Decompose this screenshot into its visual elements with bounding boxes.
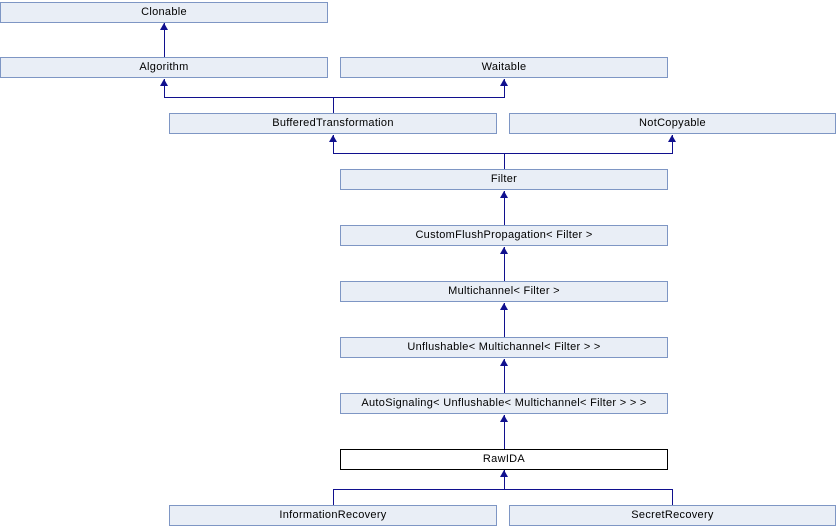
edge-line-children-rawida-branch [333, 489, 673, 490]
class-node-secretrecovery[interactable]: SecretRecovery [509, 505, 836, 526]
inheritance-arrow-icon [500, 470, 508, 477]
edge-line-multichannel-customflushpropagation [504, 247, 505, 281]
edge-line-bufferedtransformation-algorithm [164, 79, 165, 97]
inheritance-arrow-icon [160, 23, 168, 30]
edge-line-bufferedtransformation-waitable [504, 79, 505, 97]
inheritance-arrow-icon [500, 359, 508, 366]
class-node-bufferedtransformation[interactable]: BufferedTransformation [169, 113, 497, 134]
inheritance-arrow-icon [500, 79, 508, 86]
inheritance-arrow-icon [500, 303, 508, 310]
class-node-algorithm[interactable]: Algorithm [0, 57, 328, 78]
edge-line-unflushable-multichannel [504, 303, 505, 337]
edge-line-secretrecovery-rawida [672, 489, 673, 505]
class-node-autosignaling[interactable]: AutoSignaling< Unflushable< Multichannel… [340, 393, 668, 414]
edge-line-autosignaling-unflushable [504, 359, 505, 393]
edge-line-filter-notcopyable [672, 135, 673, 153]
class-node-clonable[interactable]: Clonable [0, 2, 328, 23]
inheritance-arrow-icon [160, 79, 168, 86]
inheritance-arrow-icon [500, 247, 508, 254]
edge-line-algorithm-clonable [164, 23, 165, 57]
edge-line-children-rawida-stem [504, 470, 505, 489]
class-node-rawida-current: RawIDA [340, 449, 668, 470]
inheritance-arrow-icon [500, 191, 508, 198]
edge-line-bufferedtransformation-branch [164, 97, 505, 98]
class-node-waitable[interactable]: Waitable [340, 57, 668, 78]
inheritance-arrow-icon [668, 135, 676, 142]
class-node-customflushpropagation[interactable]: CustomFlushPropagation< Filter > [340, 225, 668, 246]
class-node-unflushable[interactable]: Unflushable< Multichannel< Filter > > [340, 337, 668, 358]
class-node-notcopyable[interactable]: NotCopyable [509, 113, 836, 134]
class-node-filter[interactable]: Filter [340, 169, 668, 190]
inheritance-arrow-icon [500, 415, 508, 422]
edge-line-customflushpropagation-filter [504, 191, 505, 225]
inheritance-arrow-icon [329, 135, 337, 142]
edge-line-bufferedtransformation-stem [333, 97, 334, 113]
edge-line-filter-stem [504, 153, 505, 169]
edge-line-informationrecovery-rawida [333, 489, 334, 505]
edge-line-filter-bufferedtransformation [333, 135, 334, 153]
class-node-multichannel[interactable]: Multichannel< Filter > [340, 281, 668, 302]
edge-line-rawida-autosignaling [504, 415, 505, 449]
class-node-informationrecovery[interactable]: InformationRecovery [169, 505, 497, 526]
edge-line-filter-branch [333, 153, 673, 154]
